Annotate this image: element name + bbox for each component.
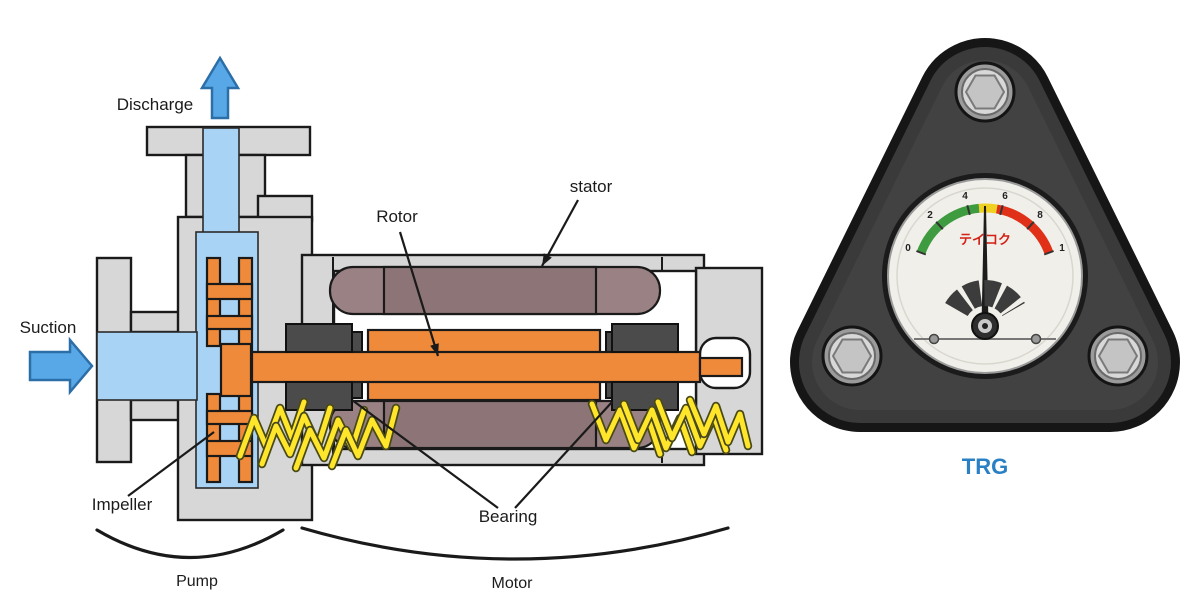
motor-label: Motor (492, 575, 534, 592)
suction-arrow (28, 336, 94, 396)
stator-label: stator (570, 177, 613, 196)
needle-hub-pin (982, 323, 988, 329)
gauge-dial-ring (896, 187, 1074, 365)
impeller-blade (205, 409, 254, 426)
bearing-leader-left (351, 399, 499, 509)
suction-label: Suction (20, 318, 77, 337)
stator-core-bottom (382, 399, 598, 450)
discharge-label: Discharge (117, 95, 194, 114)
trg-label: TRG (962, 454, 1008, 479)
bearing-right-upper (611, 323, 679, 353)
shaft (234, 350, 702, 384)
scale-tick-0: 0 (905, 243, 911, 254)
gauge-bolt-right (1087, 325, 1149, 387)
impeller-front-shroud-top (205, 256, 222, 348)
impeller (205, 256, 254, 484)
stator-top (328, 265, 662, 316)
discharge-channel (202, 127, 240, 239)
mechanism-screw-left (928, 333, 940, 345)
suction-pipe-wall-bottom (129, 398, 181, 422)
scale-tick-10: 1 (1059, 243, 1065, 254)
impeller-leader (127, 431, 215, 497)
stator-bottom (328, 399, 662, 450)
scale-tick-6: 6 (1002, 191, 1008, 202)
mechanism-fan (945, 280, 1025, 317)
bearing-label: Bearing (479, 507, 538, 526)
bearing-leader-right (514, 401, 613, 509)
bearing-right (611, 323, 679, 411)
rotor-leader (398, 231, 440, 357)
shaft-stub (698, 356, 744, 378)
gauge-bolt-left (821, 325, 883, 387)
gauge-bolt-top (954, 61, 1016, 123)
scale-zone-alarm (995, 204, 1054, 255)
scale-tick-4: 4 (962, 191, 968, 202)
sparks-right (587, 395, 753, 459)
rotor-assembly (234, 328, 744, 402)
impeller-label: Impeller (92, 495, 153, 514)
impeller-blade (205, 282, 254, 301)
trg-gauge: 0 2 4 6 8 1 テイコク TRG (790, 38, 1180, 479)
scale-tick-8: 8 (1037, 210, 1043, 221)
impeller-hub (219, 342, 253, 398)
scale-ticks (916, 204, 1054, 256)
motor-brace (300, 526, 730, 561)
scale-tick-2: 2 (927, 210, 933, 221)
stator-core-top (382, 265, 598, 316)
stator-leader (541, 199, 579, 267)
discharge-arrow (199, 55, 241, 120)
scale-zone-normal (916, 203, 980, 255)
rotor-label: Rotor (376, 207, 418, 226)
sparks-left (235, 397, 401, 473)
pump-label: Pump (176, 573, 218, 590)
leader-lines (127, 199, 613, 509)
pump-brace (95, 528, 285, 559)
bearing-left-upper (285, 323, 353, 353)
bearing-left-lower (285, 381, 353, 411)
bearing-right-lower (611, 381, 679, 411)
scale-zone-caution (978, 203, 998, 214)
bearing-left (285, 323, 353, 411)
mechanism-screw-right (1030, 333, 1042, 345)
impeller-blade (205, 314, 254, 331)
gauge-face: 0 2 4 6 8 1 テイコク (882, 173, 1088, 379)
pump-motor-cross-section: Discharge Suction Rotor stator Impeller … (20, 55, 764, 592)
suction-pipe-wall-top (129, 310, 181, 334)
stator-arrowhead (542, 253, 552, 266)
impeller-front-shroud-bottom (205, 392, 222, 484)
rotor-arrowhead (430, 343, 439, 356)
suction-channel (96, 331, 198, 401)
